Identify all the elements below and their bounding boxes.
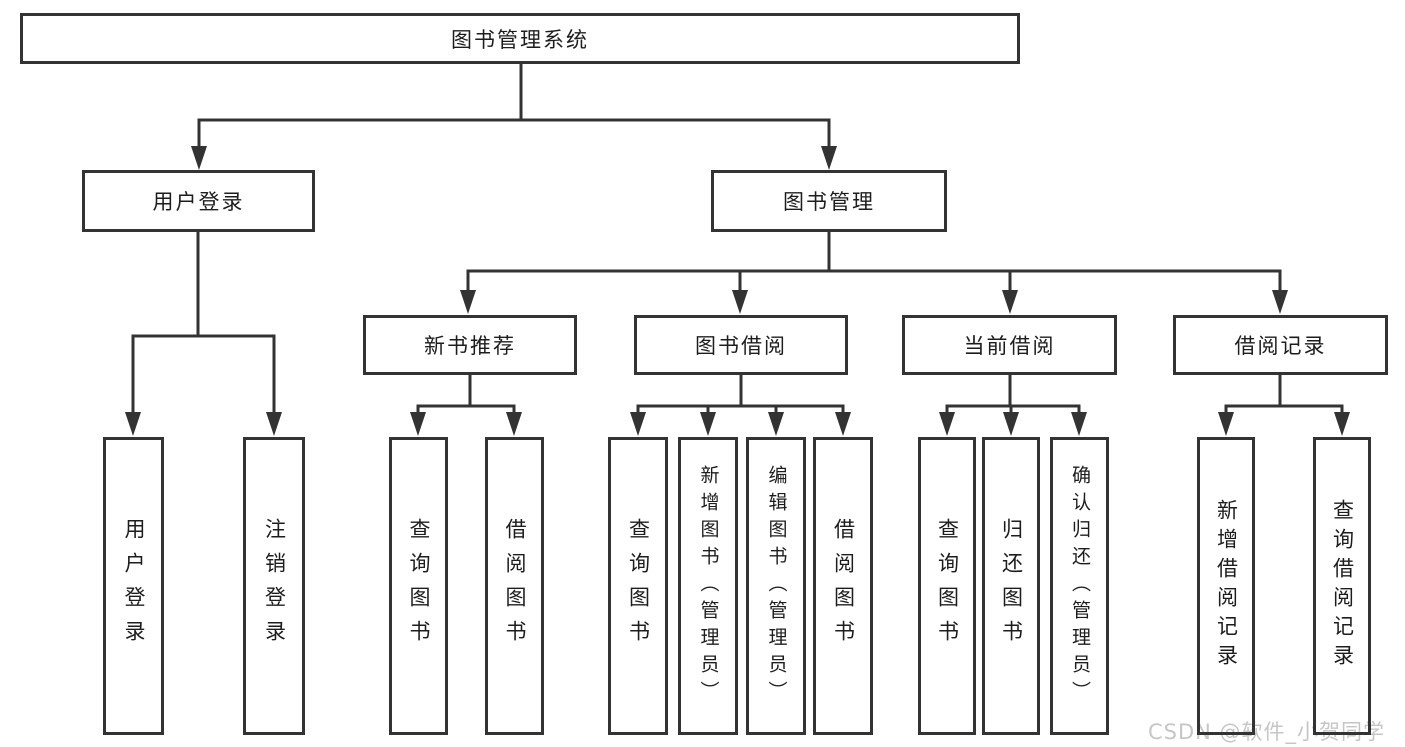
leaf-add-books-admin-label: 新增图书（管理员） xyxy=(697,464,720,708)
node-root: 图书管理系统 xyxy=(20,13,1020,64)
connector-root-to-level2 xyxy=(191,64,837,170)
connector-user-login-group xyxy=(125,232,282,436)
leaf-current-query-books-label: 查询图书 xyxy=(935,518,960,654)
arrowhead xyxy=(125,412,141,436)
arrowhead xyxy=(821,146,837,170)
leaf-return-books-label: 归还图书 xyxy=(999,518,1024,654)
leaf-borrow-books-label: 借阅图书 xyxy=(831,518,856,654)
arrowhead xyxy=(460,290,476,314)
leaf-current-query-books: 查询图书 xyxy=(918,437,976,735)
leaf-recommend-query-books-label: 查询图书 xyxy=(407,518,431,654)
arrowhead xyxy=(191,146,207,170)
connector-current-borrow-group xyxy=(939,375,1087,436)
leaf-recommend-query-books: 查询图书 xyxy=(389,437,448,735)
connector-book-borrow-group xyxy=(630,375,851,436)
leaf-query-borrow-record-label: 查询借阅记录 xyxy=(1330,499,1355,673)
node-new-book-recommend-label: 新书推荐 xyxy=(424,334,516,358)
arrowhead xyxy=(732,290,748,314)
arrowhead xyxy=(1218,412,1234,436)
arrowhead xyxy=(630,412,646,436)
node-root-label: 图书管理系统 xyxy=(451,27,589,52)
arrowhead xyxy=(768,412,784,436)
arrowhead xyxy=(506,412,522,436)
node-user-login-label: 用户登录 xyxy=(152,190,245,214)
leaf-recommend-borrow-books: 借阅图书 xyxy=(485,437,544,735)
arrowhead xyxy=(1334,412,1350,436)
arrowhead xyxy=(835,412,851,436)
connector-borrow-records-group xyxy=(1218,375,1350,436)
leaf-logout: 注销登录 xyxy=(243,437,305,735)
leaf-add-borrow-record-label: 新增借阅记录 xyxy=(1214,499,1239,673)
leaf-add-books-admin: 新增图书（管理员） xyxy=(678,437,738,735)
node-new-book-recommend: 新书推荐 xyxy=(363,315,577,375)
leaf-borrow-query-books-label: 查询图书 xyxy=(626,518,651,654)
leaf-logout-label: 注销登录 xyxy=(262,518,287,654)
leaf-recommend-borrow-books-label: 借阅图书 xyxy=(503,518,527,654)
connector-book-management-group xyxy=(460,232,1288,314)
node-user-login: 用户登录 xyxy=(82,170,315,232)
arrowhead xyxy=(266,412,282,436)
leaf-user-login: 用户登录 xyxy=(103,437,164,735)
leaf-borrow-query-books: 查询图书 xyxy=(608,437,668,735)
node-book-borrowing: 图书借阅 xyxy=(634,315,848,375)
arrowhead xyxy=(1272,290,1288,314)
leaf-borrow-books: 借阅图书 xyxy=(813,437,873,735)
arrowhead xyxy=(939,412,955,436)
csdn-watermark: CSDN @软件_小贺同学 xyxy=(1148,720,1386,744)
leaf-add-borrow-record: 新增借阅记录 xyxy=(1197,437,1255,735)
connector-new-book-group xyxy=(410,375,522,436)
leaf-edit-books-admin-label: 编辑图书（管理员） xyxy=(765,464,788,708)
arrowhead xyxy=(410,412,426,436)
leaf-query-borrow-record: 查询借阅记录 xyxy=(1313,437,1371,735)
node-book-management-label: 图书管理 xyxy=(783,190,875,214)
leaf-edit-books-admin: 编辑图书（管理员） xyxy=(746,437,806,735)
leaf-user-login-label: 用户登录 xyxy=(122,518,146,654)
leaf-confirm-return-admin-label: 确认归还（管理员） xyxy=(1069,464,1091,708)
node-current-borrowing-label: 当前借阅 xyxy=(963,334,1056,358)
leaf-confirm-return-admin: 确认归还（管理员） xyxy=(1050,437,1109,735)
arrowhead xyxy=(1003,412,1019,436)
node-current-borrowing: 当前借阅 xyxy=(902,315,1117,375)
leaf-return-books: 归还图书 xyxy=(982,437,1040,735)
node-book-borrowing-label: 图书借阅 xyxy=(695,334,787,358)
arrowhead xyxy=(1071,412,1087,436)
arrowhead xyxy=(700,412,716,436)
node-borrowing-records: 借阅记录 xyxy=(1173,315,1388,375)
node-book-management: 图书管理 xyxy=(711,170,947,232)
arrowhead xyxy=(1002,290,1018,314)
node-borrowing-records-label: 借阅记录 xyxy=(1234,334,1327,358)
